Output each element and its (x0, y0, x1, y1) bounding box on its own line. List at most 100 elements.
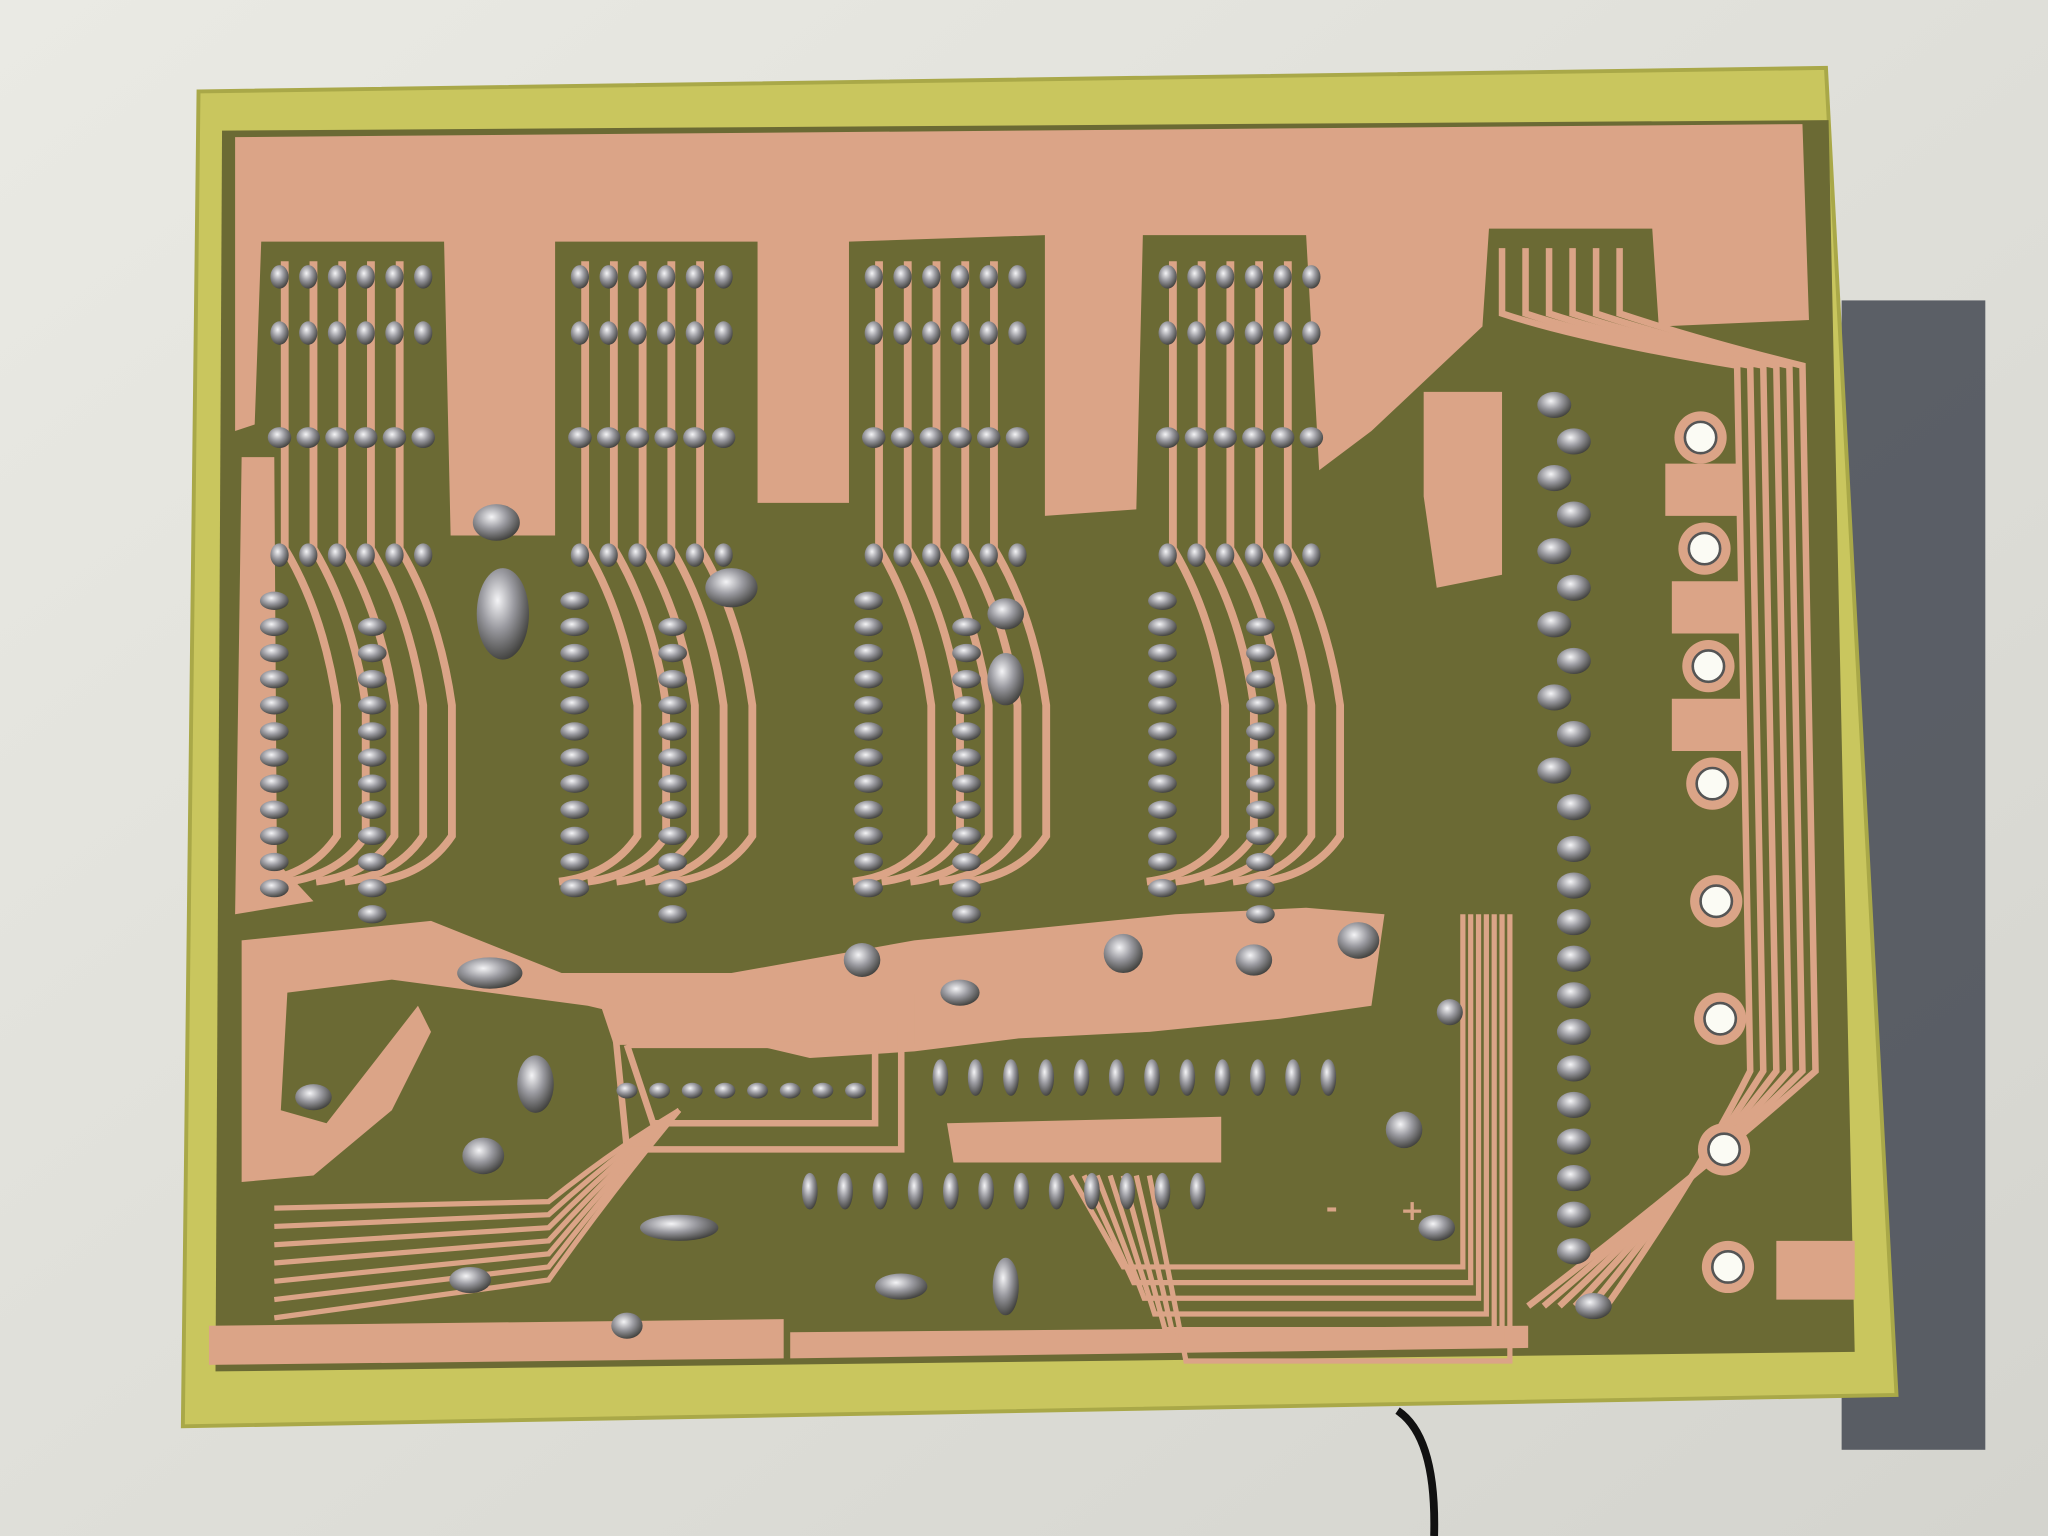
solder-joint (1148, 617, 1177, 637)
trace (1120, 914, 1497, 1333)
solder-joint (948, 427, 972, 448)
solder-joint (1556, 501, 1591, 528)
trace (623, 1041, 879, 1127)
solder-joint (1187, 321, 1206, 345)
solder-joint (967, 1059, 984, 1096)
solder-joint (385, 321, 404, 345)
solder-joint (854, 852, 883, 872)
solder-joint (1556, 720, 1591, 748)
solder-joint (1103, 933, 1143, 974)
plus-marking: + (1400, 1193, 1424, 1227)
trace (258, 261, 341, 886)
copper-region (790, 1325, 1529, 1359)
solder-joint (1556, 1055, 1591, 1082)
solder-joint (658, 617, 688, 637)
solder-joint (1556, 647, 1591, 674)
solder-joint (987, 653, 1024, 706)
trace (1146, 914, 1513, 1364)
trace (1146, 261, 1230, 886)
solder-joint (1273, 265, 1292, 289)
copper-region (1776, 1240, 1855, 1300)
solder-joint (560, 774, 590, 793)
solder-joint (357, 879, 387, 898)
solder-joint (560, 826, 590, 846)
solder-joint (952, 879, 981, 898)
solder-joint (854, 696, 883, 715)
trace (1068, 914, 1466, 1270)
solder-joint (658, 800, 688, 819)
solder-joint (1213, 427, 1237, 448)
copper-region (1671, 581, 1744, 634)
solder-joint (1158, 321, 1177, 345)
solder-joint (658, 879, 688, 898)
solder-joint (952, 774, 981, 793)
solder-joint (922, 321, 941, 345)
solder-joint (992, 1257, 1019, 1316)
solder-joint (1244, 265, 1264, 289)
solder-joint (259, 852, 289, 872)
solder-joint (658, 722, 688, 741)
trace (1522, 248, 1767, 1309)
solder-joint (625, 427, 650, 448)
solder-joint (259, 774, 289, 793)
hole (1687, 531, 1722, 566)
hole (1695, 766, 1730, 801)
solder-joint (952, 670, 981, 689)
solder-joint (875, 1273, 928, 1300)
solder-joint (1537, 611, 1572, 638)
solder-joint (1246, 670, 1275, 689)
trace (909, 261, 993, 886)
solder-joint (1246, 852, 1275, 872)
solder-joint (654, 427, 678, 448)
solder-joint (656, 321, 676, 345)
solder-joint (1418, 1214, 1456, 1241)
solder-joint (1158, 543, 1177, 567)
solder-joint (570, 543, 590, 567)
solder-joint (449, 1266, 492, 1294)
solder-joint (705, 568, 758, 608)
solder-joint (1556, 1201, 1591, 1228)
solder-joint (1556, 574, 1591, 601)
hole (1703, 1001, 1738, 1036)
solder-joint (747, 1082, 768, 1099)
solder-joint (385, 265, 404, 289)
solder-joint (1537, 684, 1572, 711)
solder-joint (1302, 543, 1321, 567)
solder-joint (1246, 800, 1275, 819)
mounting-holes (1674, 411, 1755, 1294)
solder-joint (1270, 427, 1295, 448)
solder-joint (267, 427, 292, 448)
solder-joint (611, 1312, 643, 1339)
solder-joint (1246, 617, 1275, 637)
solder-joint (1108, 1059, 1125, 1096)
solder-joint (801, 1172, 818, 1210)
solder-joint (656, 543, 676, 567)
solder-joint (1148, 879, 1177, 898)
solder-joint (1148, 591, 1177, 610)
solder-joint (560, 696, 590, 715)
trace (315, 261, 399, 886)
hole (1711, 1249, 1745, 1284)
solder-joint (950, 321, 970, 345)
solder-joint (1216, 265, 1235, 289)
solder-joint (1537, 464, 1572, 492)
solder-joint (872, 1172, 889, 1210)
solder-joint (812, 1082, 834, 1099)
solder-joint (356, 265, 375, 289)
solder-joint (658, 696, 688, 715)
solder-joint (1337, 922, 1380, 959)
copper-region (1665, 463, 1738, 516)
solder-joint (385, 543, 404, 567)
solder-joint (1003, 1059, 1019, 1096)
solder-joint (779, 1082, 801, 1099)
solder-joint (356, 321, 375, 345)
solder-joint (681, 1082, 703, 1099)
trace (1526, 248, 1819, 1309)
solder-joint (1537, 538, 1572, 565)
solder-joint (628, 543, 647, 567)
solder-joint (462, 1137, 505, 1175)
solder-joint (1005, 427, 1030, 448)
solder-joint (1246, 826, 1275, 846)
solder-joint (259, 826, 289, 846)
solder-joint (979, 543, 998, 567)
